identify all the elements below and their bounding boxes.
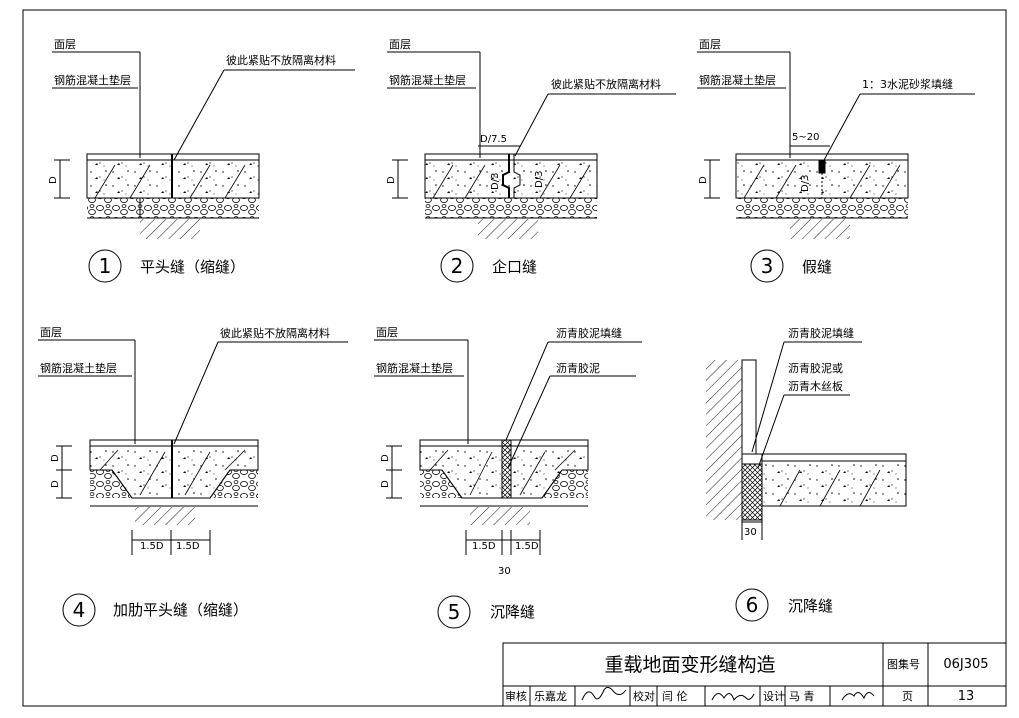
check-label: 校对 [633, 689, 655, 703]
label-surface: 面层 [54, 38, 76, 51]
atlas-number: 06J305 [943, 657, 988, 672]
label-surface: 面层 [699, 38, 721, 51]
design-label: 设计 [763, 690, 785, 703]
dim-label: D/3 [534, 171, 545, 188]
label-joint-note: 1：3水泥砂浆填缝 [862, 77, 953, 91]
dim-label: D [380, 480, 391, 488]
detail-6: 30 沥青胶泥填缝 沥青胶泥或 沥青木丝板 6 沉降缝 [706, 326, 907, 622]
atlas-label: 图集号 [887, 657, 920, 671]
dim-label: D [380, 454, 391, 462]
dim-label: D [50, 454, 61, 462]
dim-label: 1.5D [515, 541, 539, 552]
label-rc-cushion: 钢筋混凝土垫层 [54, 73, 131, 87]
dim-label: 30 [498, 566, 511, 577]
label-asphalt-mastic: 沥青胶泥 [556, 361, 600, 375]
title-block: 重载地面变形缝构造 图集号 06J305 页 13 审核 乐嘉龙 校对 闫 伦 … [502, 642, 1007, 707]
page-label: 页 [902, 690, 913, 703]
detail-number: 3 [761, 254, 774, 278]
dim-label: 1.5D [176, 541, 200, 552]
checker-name: 闫 伦 [662, 689, 688, 703]
detail-caption: 平头缝（缩缝） [140, 258, 245, 276]
detail-1: D 面层 钢筋混凝土垫层 彼此紧贴不放隔离材料 1 平头缝（缩缝） [48, 38, 355, 283]
label-joint-note: 彼此紧贴不放隔离材料 [220, 326, 330, 340]
dim-label: 30 [744, 527, 757, 538]
review-label: 审核 [505, 689, 527, 703]
label-rc-cushion: 钢筋混凝土垫层 [40, 361, 117, 375]
label-joint-note: 彼此紧贴不放隔离材料 [551, 77, 661, 91]
dim-label: D/3 [800, 175, 811, 192]
label-surface: 面层 [376, 326, 398, 339]
label-rc-cushion: 钢筋混凝土垫层 [389, 73, 466, 87]
label-surface: 面层 [40, 326, 62, 339]
label-rc-cushion: 钢筋混凝土垫层 [699, 73, 776, 87]
detail-caption: 企口缝 [492, 258, 537, 276]
label-joint-fill: 沥青胶泥填缝 [556, 326, 622, 340]
reviewer-signature [581, 686, 627, 701]
dim-label: D/7.5 [480, 134, 507, 145]
detail-number: 5 [448, 600, 461, 624]
detail-4: D D 1.5D 1.5D 面层 钢筋混凝土垫层 彼此紧贴不放隔离材料 4 加肋… [38, 326, 348, 627]
dim-label: D/3 [490, 173, 501, 190]
detail-number: 2 [451, 254, 464, 278]
detail-3: D 5~20 D/3 面层 钢筋混凝土垫层 1：3水泥砂浆填缝 3 假缝 [697, 38, 975, 283]
detail-caption: 加肋平头缝（缩缝） [113, 601, 248, 619]
label-rc-cushion: 钢筋混凝土垫层 [376, 361, 453, 375]
designer-name: 马 青 [789, 690, 815, 703]
label-surface: 面层 [389, 38, 411, 51]
checker-signature [711, 693, 755, 702]
dim-label: 1.5D [140, 541, 164, 552]
dim-label: D [50, 480, 61, 488]
label-joint-fill: 沥青胶泥填缝 [788, 326, 854, 340]
dim-label: D [386, 176, 397, 184]
detail-5: D D 1.5D 1.5D 30 面层 钢筋混凝土垫层 沥青胶泥填缝 沥青胶泥 … [374, 326, 642, 629]
designer-signature [841, 692, 875, 701]
detail-caption: 沉降缝 [788, 597, 833, 615]
detail-number: 4 [73, 598, 86, 622]
dim-label: 5~20 [792, 132, 819, 143]
dim-label: D [698, 176, 709, 184]
label-wood-board: 沥青木丝板 [788, 379, 843, 393]
drawing-title: 重载地面变形缝构造 [604, 654, 775, 676]
label-asphalt-or: 沥青胶泥或 [788, 361, 843, 375]
reviewer-name: 乐嘉龙 [534, 689, 567, 703]
detail-2: D D/7.5 D/3 D/3 面层 钢筋混凝土垫层 彼此紧贴不放隔离材料 2 … [386, 38, 676, 283]
page-number: 13 [958, 689, 975, 704]
detail-number: 1 [99, 254, 112, 278]
detail-number: 6 [746, 593, 759, 617]
label-joint-note: 彼此紧贴不放隔离材料 [226, 53, 336, 67]
dim-label: D [48, 176, 59, 184]
detail-caption: 沉降缝 [490, 603, 535, 621]
dim-label: 1.5D [472, 541, 496, 552]
detail-caption: 假缝 [802, 258, 832, 276]
